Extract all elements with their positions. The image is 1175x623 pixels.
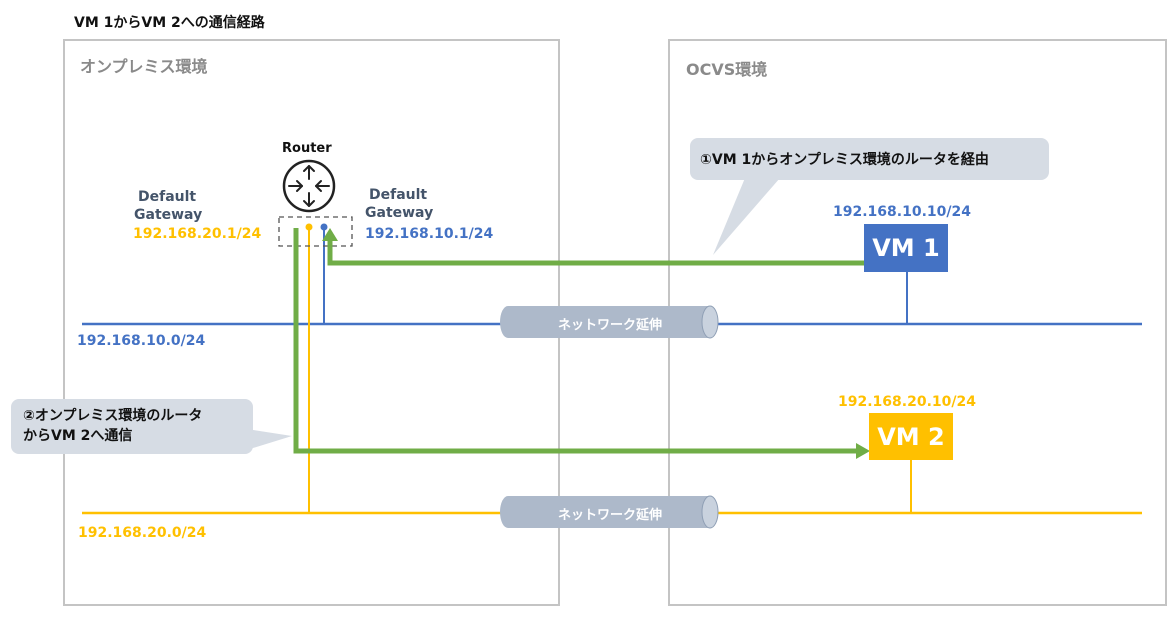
left-gateway-default-label: Default — [138, 189, 197, 205]
network-10-label: 192.168.10.0/24 — [77, 333, 206, 349]
vm2-box: VM 2 — [869, 413, 953, 460]
vm1-ip: 192.168.10.10/24 — [833, 204, 971, 220]
ocvs-region-label: OCVS環境 — [686, 60, 768, 79]
network-20-label: 192.168.20.0/24 — [78, 525, 207, 541]
network-extension-label-2: ネットワーク延伸 — [557, 508, 662, 523]
callout-step2-line2: からVM 2へ通信 — [23, 428, 133, 444]
left-gateway-ip: 192.168.20.1/24 — [133, 226, 262, 242]
callout-step2-line1: ②オンプレミス環境のルータ — [23, 408, 203, 424]
path-vm1-arrowhead — [322, 228, 338, 241]
network-extension-pipe-2 — [500, 495, 719, 529]
router-blue-port — [320, 223, 328, 231]
vm2-ip: 192.168.20.10/24 — [838, 394, 976, 410]
right-gateway-default-label: Default — [369, 187, 428, 203]
vm1-box: VM 1 — [864, 224, 948, 272]
callout-step2-tail — [240, 428, 292, 452]
router-icon — [282, 159, 336, 213]
callout-step1-tail — [713, 178, 780, 255]
path-router-to-vm2 — [293, 228, 858, 454]
router-yellow-port — [305, 223, 313, 231]
left-gateway-gateway-label: Gateway — [134, 207, 203, 223]
onprem-region-label: オンプレミス環境 — [80, 57, 208, 76]
callout-step1-box — [690, 138, 1049, 180]
callout-step1-text: ①VM 1からオンプレミス環境のルータを経由 — [700, 152, 989, 168]
router-interface-box — [278, 216, 353, 247]
right-gateway-ip: 192.168.10.1/24 — [365, 226, 494, 242]
diagram-title: VM 1からVM 2への通信経路 — [74, 15, 265, 31]
network-extension-pipe-1 — [500, 305, 719, 339]
network-extension-label-1: ネットワーク延伸 — [557, 318, 662, 333]
path-vm1-to-router — [327, 239, 865, 266]
callout-step2-box — [11, 399, 253, 454]
path-vm2-arrowhead — [856, 443, 870, 459]
right-gateway-gateway-label: Gateway — [365, 205, 434, 221]
router-label: Router — [282, 141, 332, 156]
